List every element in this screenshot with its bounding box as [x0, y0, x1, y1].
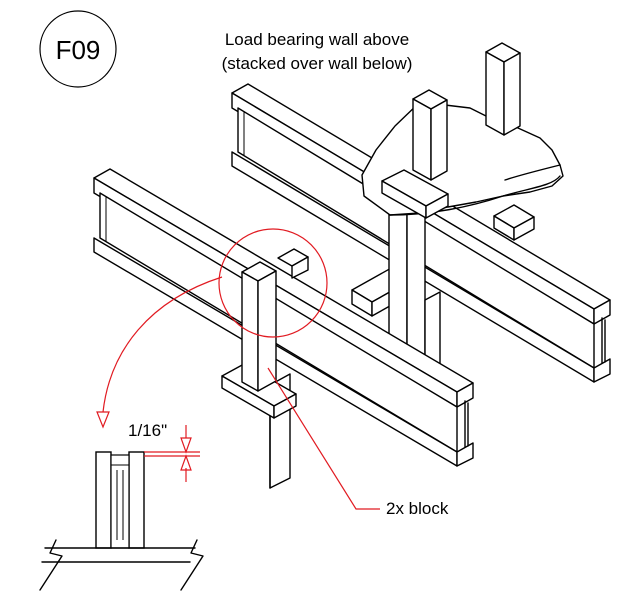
detail-callout	[96, 228, 328, 429]
gap-arrow-bottom	[180, 454, 192, 471]
wall-note: Load bearing wall above (stacked over wa…	[222, 30, 413, 73]
wall-note-line-2: (stacked over wall below)	[222, 54, 413, 73]
back-2x-block	[277, 248, 309, 279]
gap-label: 1/16"	[128, 421, 167, 440]
callout-arrowhead	[96, 411, 110, 429]
wall-note-line-1: Load bearing wall above	[225, 30, 409, 49]
callout-circle	[218, 228, 328, 338]
gap-arrow-top	[180, 437, 192, 454]
detail-id: F09	[56, 35, 101, 65]
section-right-stud	[128, 451, 145, 549]
detail-tag: F09	[39, 10, 117, 88]
section-break-right	[180, 539, 204, 591]
section-left-stud	[95, 451, 112, 549]
section-beam-web	[110, 454, 130, 549]
section-detail: 1/16"	[39, 421, 204, 591]
block-label: 2x block	[386, 499, 449, 518]
detail-tag-circle	[39, 10, 117, 88]
wall-above	[361, 42, 564, 219]
section-break-left	[39, 539, 63, 591]
callout-arrow	[102, 276, 223, 413]
block-leader: 2x block	[267, 367, 449, 518]
